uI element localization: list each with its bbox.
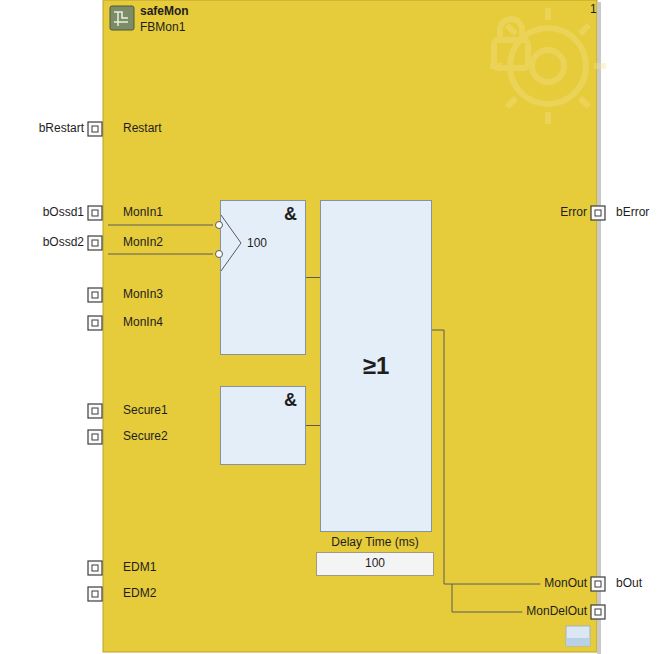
pin-name: MonOut — [544, 577, 587, 591]
pin-terminal — [591, 206, 605, 220]
corner-icon — [566, 626, 590, 646]
threshold-chevron — [221, 215, 241, 271]
variable-name: bOssd2 — [43, 236, 84, 250]
symbol-text: & — [284, 390, 297, 411]
symbol-text: 100 — [365, 557, 385, 571]
pin-name: Error — [560, 206, 587, 220]
pin-name: MonIn1 — [123, 206, 163, 220]
and-gate: & 100 — [220, 200, 306, 355]
pin-frame — [88, 122, 102, 136]
and-gate: & — [220, 386, 306, 465]
or-gate: ≥1 — [320, 200, 432, 532]
pin-frame — [88, 206, 102, 220]
block-shadow — [597, 2, 601, 654]
pin-name: EDM2 — [123, 587, 156, 601]
pin-core — [595, 210, 601, 216]
pin-name: MonDelOut — [526, 605, 587, 619]
pin-core — [92, 408, 98, 414]
variable-name: bRestart — [39, 122, 84, 136]
pin-frame — [88, 236, 102, 250]
block-type: safeMon — [140, 5, 189, 19]
watermark-gear — [490, 8, 606, 124]
pin-frame — [591, 605, 605, 619]
pin-frame — [591, 577, 605, 591]
pin-terminal — [591, 577, 605, 591]
pin-name: EDM1 — [123, 561, 156, 575]
pin-name: Secure1 — [123, 404, 168, 418]
negation-circle — [216, 222, 223, 229]
pin-frame — [88, 430, 102, 444]
pin-terminal — [88, 316, 102, 330]
pin-core — [92, 591, 98, 597]
output-wires — [432, 330, 540, 612]
gate-connector — [306, 277, 320, 278]
output-wire — [452, 584, 522, 612]
pin-name: Secure2 — [123, 430, 168, 444]
negation-circle — [216, 251, 223, 258]
input-wires — [108, 225, 213, 254]
pin-name: Restart — [123, 122, 162, 136]
pin-terminal — [88, 236, 102, 250]
symbol-text: & — [284, 204, 297, 225]
pin-terminal — [88, 122, 102, 136]
symbol-text: 100 — [247, 237, 267, 251]
pin-core — [595, 609, 601, 615]
pin-core — [92, 565, 98, 571]
pin-frame — [88, 288, 102, 302]
pin-core — [595, 581, 601, 587]
pin-frame — [591, 206, 605, 220]
pin-core — [92, 434, 98, 440]
pin-frame — [88, 587, 102, 601]
pin-terminal — [88, 561, 102, 575]
function-block: safeMonFBMon1&100&≥1Delay Time (ms)100 — [103, 0, 597, 652]
variable-name: bOut — [616, 577, 642, 591]
pins — [88, 122, 605, 619]
pin-terminal — [88, 206, 102, 220]
pin-frame — [88, 561, 102, 575]
block-number: 1 — [590, 3, 597, 17]
gate-connector — [306, 425, 320, 426]
pin-core — [92, 292, 98, 298]
pin-frame — [88, 316, 102, 330]
variable-name: bError — [616, 206, 649, 220]
pin-name: MonIn4 — [123, 316, 163, 330]
pin-terminal — [591, 605, 605, 619]
pin-terminal — [88, 587, 102, 601]
symbol-text: ≥1 — [363, 352, 390, 380]
pin-core — [92, 240, 98, 246]
output-wire — [432, 330, 540, 584]
block-icon — [110, 6, 134, 30]
pin-name: MonIn3 — [123, 288, 163, 302]
function-block-body — [103, 0, 597, 652]
pin-terminal — [88, 288, 102, 302]
pin-terminal — [88, 404, 102, 418]
pin-name: MonIn2 — [123, 236, 163, 250]
variable-name: bOssd1 — [43, 206, 84, 220]
pin-frame — [88, 404, 102, 418]
pin-terminal — [88, 430, 102, 444]
pin-core — [92, 126, 98, 132]
instance-name: FBMon1 — [140, 21, 185, 35]
pin-core — [92, 320, 98, 326]
parameter-name: Delay Time (ms) — [331, 536, 418, 550]
pin-core — [92, 210, 98, 216]
delay-time-input: Delay Time (ms)100 — [316, 552, 434, 576]
